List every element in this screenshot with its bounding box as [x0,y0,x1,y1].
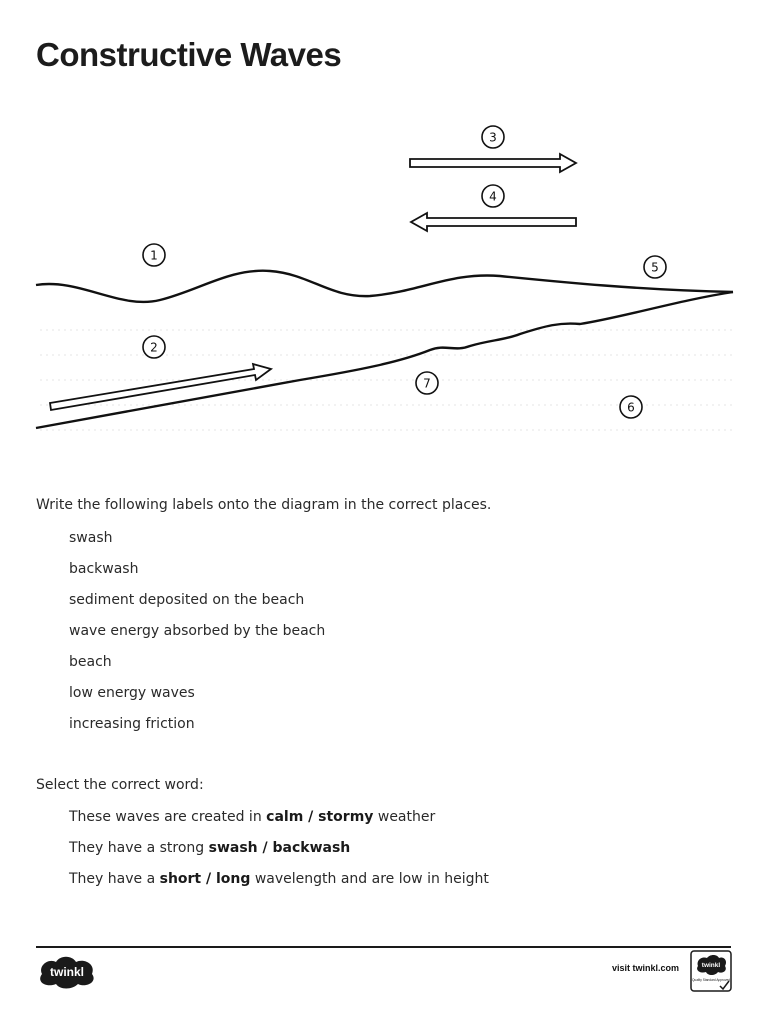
marker-4: 4 [482,185,504,207]
marker-1: 1 [143,244,165,266]
select-item-text: wavelength and are low in height [250,871,489,887]
visit-link[interactable]: visit twinkl.com [612,963,679,973]
energy-arrow [50,364,271,410]
footer-divider [36,946,731,948]
list-item: backwash [69,559,325,590]
list-item: low energy waves [69,683,325,714]
marker-2: 2 [143,336,165,358]
marker-5: 5 [644,256,666,278]
marker-7: 7 [416,372,438,394]
select-item: They have a strong swash / backwash [69,838,489,869]
svg-text:twinkl: twinkl [702,962,721,969]
marker-6-number: 6 [627,401,635,415]
marker-7-number: 7 [423,377,431,391]
select-word-list: These waves are created in calm / stormy… [69,807,489,900]
backwash-arrow [411,213,576,231]
word-choice: short / long [160,871,251,887]
labels-instruction: Write the following labels onto the diag… [36,497,491,513]
sea-surface-line [36,271,733,302]
list-item: wave energy absorbed by the beach [69,621,325,652]
select-item-text: They have a strong [69,840,209,856]
label-list: swash backwash sediment deposited on the… [69,528,325,745]
list-item: swash [69,528,325,559]
select-item-text: These waves are created in [69,809,266,825]
list-item: increasing friction [69,714,325,745]
svg-text:Quality Standard Approved: Quality Standard Approved [692,978,730,982]
select-item: They have a short / long wavelength and … [69,869,489,900]
swash-arrow [410,154,576,172]
word-choice: swash / backwash [209,840,351,856]
select-item-text: weather [373,809,435,825]
twinkl-logo: twinkl [36,952,98,990]
word-choice: calm / stormy [266,809,373,825]
page-title: Constructive Waves [36,36,341,74]
quality-badge: twinkl Quality Standard Approved [690,950,732,992]
marker-3-number: 3 [489,131,497,145]
marker-1-number: 1 [150,249,158,263]
marker-3: 3 [482,126,504,148]
select-item-text: They have a [69,871,160,887]
svg-text:twinkl: twinkl [50,965,84,979]
list-item: beach [69,652,325,683]
select-instruction: Select the correct word: [36,777,204,793]
marker-6: 6 [620,396,642,418]
list-item: sediment deposited on the beach [69,590,325,621]
wave-diagram: 1 2 3 4 5 6 7 [0,110,768,455]
marker-5-number: 5 [651,261,659,275]
marker-2-number: 2 [150,341,158,355]
marker-4-number: 4 [489,190,497,204]
select-item: These waves are created in calm / stormy… [69,807,489,838]
